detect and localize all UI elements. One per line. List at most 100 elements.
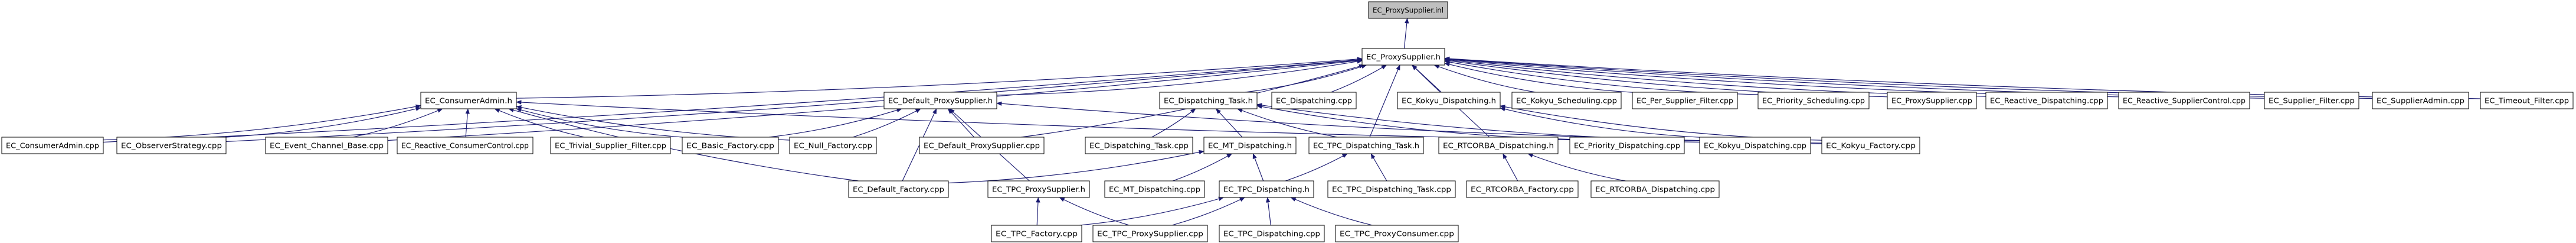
node-box: [1219, 225, 1325, 242]
node-box: [1368, 1, 1448, 19]
node-box: [1092, 225, 1208, 242]
node-box: [2480, 92, 2574, 109]
node-label: EC_MT_Dispatching.cpp: [1109, 185, 1200, 194]
graph-node-ec-observerstrategy-cpp[interactable]: EC_ObserverStrategy.cpp: [116, 137, 227, 154]
node-label: EC_Reactive_SupplierControl.cpp: [2123, 96, 2246, 105]
graph-node-ec-tpc-factory-cpp[interactable]: EC_TPC_Factory.cpp: [991, 225, 1082, 242]
graph-node-ec-dispatching-task-cpp[interactable]: EC_Dispatching_Task.cpp: [1085, 137, 1193, 154]
include-edge: [852, 108, 921, 138]
graph-node-ec-priority-dispatching-cpp[interactable]: EC_Priority_Dispatching.cpp: [1569, 137, 1685, 154]
node-label: EC_TPC_ProxySupplier.cpp: [1097, 229, 1203, 238]
node-label: EC_ObserverStrategy.cpp: [121, 141, 222, 150]
graph-node-ec-tpc-dispatching-h[interactable]: EC_TPC_Dispatching.h: [1219, 180, 1314, 198]
graph-node-ec-rtcorba-factory-cpp[interactable]: EC_RTCORBA_Factory.cpp: [1466, 180, 1579, 198]
graph-node-ec-mt-dispatching-h[interactable]: EC_MT_Dispatching.h: [1203, 137, 1297, 154]
graph-node-ec-tpc-proxyconsumer-cpp[interactable]: EC_TPC_ProxyConsumer.cpp: [1335, 225, 1459, 242]
graph-node-ec-rtcorba-dispatching-h[interactable]: EC_RTCORBA_Dispatching.h: [1438, 137, 1559, 154]
node-label: EC_RTCORBA_Dispatching.cpp: [1595, 185, 1715, 194]
graph-node-ec-tpc-proxysupplier-cpp[interactable]: EC_TPC_ProxySupplier.cpp: [1092, 225, 1208, 242]
include-edge: [996, 59, 1363, 96]
graph-node-ec-tpc-dispatching-task-h[interactable]: EC_TPC_Dispatching_Task.h: [1308, 137, 1424, 154]
graph-node-ec-kokyu-factory-cpp[interactable]: EC_Kokyu_Factory.cpp: [1821, 137, 1920, 154]
graph-node-ec-kokyu-dispatching-cpp[interactable]: EC_Kokyu_Dispatching.cpp: [1699, 137, 1811, 154]
graph-node-ec-default-proxysupplier-cpp[interactable]: EC_Default_ProxySupplier.cpp: [919, 137, 1045, 154]
node-label: EC_Event_Channel_Base.cpp: [270, 141, 384, 150]
node-box: [397, 137, 533, 154]
include-edge: [1500, 107, 1700, 138]
graph-node-ec-proxysupplier-cpp[interactable]: EC_ProxySupplier.cpp: [1887, 92, 1977, 109]
graph-node-ec-reactive-suppliercontrol-cpp[interactable]: EC_Reactive_SupplierControl.cpp: [2118, 92, 2250, 109]
graph-node-ec-reactive-consumercontrol-cpp[interactable]: EC_Reactive_ConsumerControl.cpp: [397, 137, 533, 154]
graph-node-ec-default-proxysupplier-h[interactable]: EC_Default_ProxySupplier.h: [883, 92, 997, 109]
graph-node-ec-tpc-dispatching-cpp[interactable]: EC_TPC_Dispatching.cpp: [1219, 225, 1325, 242]
node-label: EC_TPC_Dispatching_Task.h: [1313, 141, 1419, 150]
node-label: EC_TPC_ProxySupplier.h: [992, 185, 1085, 194]
node-box: [1757, 92, 1870, 109]
include-edge: [1403, 18, 1409, 49]
graph-node-ec-mt-dispatching-cpp[interactable]: EC_MT_Dispatching.cpp: [1104, 180, 1205, 198]
node-label: EC_MT_Dispatching.h: [1208, 141, 1292, 150]
graph-node-ec-trivial-supplier-filter-cpp[interactable]: EC_Trivial_Supplier_Filter.cpp: [550, 137, 671, 154]
node-box: [1327, 180, 1456, 198]
node-box: [2372, 92, 2469, 109]
graph-node-ec-proxysupplier-h[interactable]: EC_ProxySupplier.h: [1361, 48, 1445, 66]
node-label: EC_Priority_Dispatching.cpp: [1574, 141, 1680, 150]
graph-node-ec-supplier-filter-cpp[interactable]: EC_Supplier_Filter.cpp: [2264, 92, 2359, 109]
node-label: EC_TPC_Dispatching.h: [1223, 185, 1310, 194]
graph-node-ec-dispatching-cpp[interactable]: EC_Dispatching.cpp: [1271, 92, 1357, 109]
node-label: EC_Priority_Scheduling.cpp: [1762, 96, 1865, 105]
graph-node-ec-basic-factory-cpp[interactable]: EC_Basic_Factory.cpp: [682, 137, 779, 154]
graph-node-ec-priority-scheduling-cpp[interactable]: EC_Priority_Scheduling.cpp: [1757, 92, 1870, 109]
graph-node-ec-default-factory-cpp[interactable]: EC_Default_Factory.cpp: [848, 180, 949, 198]
node-box: [550, 137, 671, 154]
graph-node-ec-rtcorba-dispatching-cpp[interactable]: EC_RTCORBA_Dispatching.cpp: [1590, 180, 1720, 198]
node-label: EC_ConsumerAdmin.h: [425, 96, 512, 105]
node-box: [1104, 180, 1205, 198]
graph-node-ec-tpc-proxysupplier-h[interactable]: EC_TPC_ProxySupplier.h: [987, 180, 1090, 198]
include-edge: [1151, 108, 1196, 138]
node-box: [1219, 180, 1314, 198]
graph-node-ec-dispatching-task-h[interactable]: EC_Dispatching_Task.h: [1159, 92, 1258, 109]
include-edge: [225, 58, 1363, 142]
include-edge: [387, 59, 1363, 141]
node-box: [1271, 92, 1357, 109]
include-edge: [1503, 153, 1518, 182]
node-box: [1308, 137, 1424, 154]
include-edge: [1079, 196, 1225, 226]
node-label: EC_TPC_Factory.cpp: [996, 229, 1078, 238]
graph-node-ec-null-factory-cpp[interactable]: EC_Null_Factory.cpp: [789, 137, 877, 154]
graph-node-ec-timeout-filter-cpp[interactable]: EC_Timeout_Filter.cpp: [2480, 92, 2574, 109]
graph-node-ec-per-supplier-filter-cpp[interactable]: EC_Per_Supplier_Filter.cpp: [1632, 92, 1738, 109]
graph-node-ec-event-channel-base-cpp[interactable]: EC_Event_Channel_Base.cpp: [265, 137, 388, 154]
node-box: [1159, 92, 1258, 109]
node-box: [883, 92, 997, 109]
graph-node-ec-kokyu-dispatching-h[interactable]: EC_Kokyu_Dispatching.h: [1397, 92, 1501, 109]
include-edge: [1172, 153, 1233, 182]
include-edge: [1059, 197, 1130, 226]
node-box: [1466, 180, 1579, 198]
graph-node-ec-proxysupplier-inl[interactable]: EC_ProxySupplier.inl: [1368, 1, 1448, 19]
node-label: EC_Default_ProxySupplier.cpp: [924, 141, 1040, 150]
include-edge: [1245, 64, 1367, 93]
include-edge: [769, 108, 902, 138]
node-label: EC_Kokyu_Dispatching.cpp: [1704, 141, 1806, 150]
graph-node-ec-supplieradmin-cpp[interactable]: EC_SupplierAdmin.cpp: [2372, 92, 2469, 109]
node-label: EC_Dispatching_Task.cpp: [1089, 141, 1189, 150]
include-edge: [996, 101, 1822, 144]
node-box: [682, 137, 779, 154]
include-edge: [1370, 153, 1387, 182]
include-edge: [1171, 197, 1245, 226]
graph-node-ec-consumeradmin-h[interactable]: EC_ConsumerAdmin.h: [420, 92, 517, 109]
graph-node-ec-consumeradmin-cpp[interactable]: EC_ConsumerAdmin.cpp: [1, 137, 104, 154]
node-label: EC_Timeout_Filter.cpp: [2485, 96, 2569, 105]
node-label: EC_ConsumerAdmin.cpp: [6, 141, 99, 150]
graph-node-ec-kokyu-scheduling-cpp[interactable]: EC_Kokyu_Scheduling.cpp: [1511, 92, 1622, 109]
node-label: EC_Trivial_Supplier_Filter.cpp: [555, 141, 666, 150]
graph-node-ec-tpc-dispatching-task-cpp[interactable]: EC_TPC_Dispatching_Task.cpp: [1327, 180, 1456, 198]
graph-node-ec-reactive-dispatching-cpp[interactable]: EC_Reactive_Dispatching.cpp: [1985, 92, 2108, 109]
node-box: [1397, 92, 1501, 109]
node-box: [1699, 137, 1811, 154]
node-box: [420, 92, 517, 109]
